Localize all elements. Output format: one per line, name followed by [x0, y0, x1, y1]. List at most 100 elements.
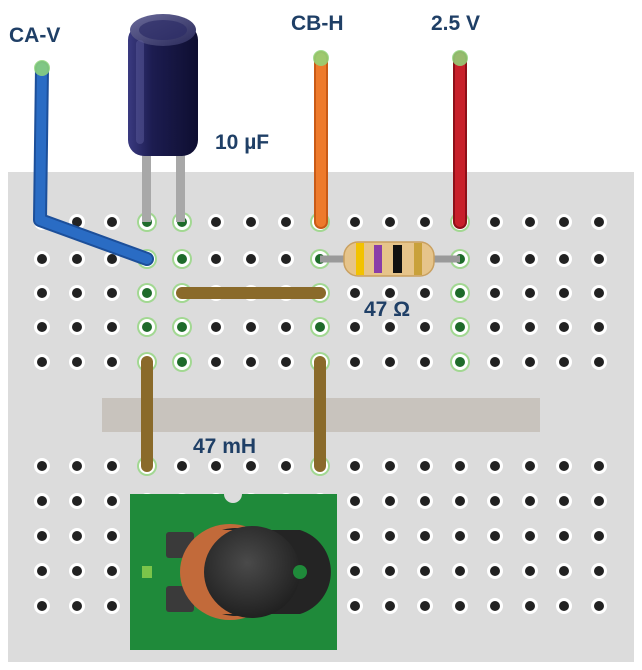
breadboard-hole[interactable]: [490, 461, 500, 471]
breadboard-hole[interactable]: [525, 461, 535, 471]
breadboard-hole[interactable]: [107, 566, 117, 576]
breadboard-hole[interactable]: [177, 357, 187, 367]
breadboard-hole[interactable]: [37, 461, 47, 471]
breadboard-hole[interactable]: [420, 288, 430, 298]
breadboard-hole[interactable]: [559, 322, 569, 332]
breadboard-hole[interactable]: [246, 322, 256, 332]
breadboard-hole[interactable]: [177, 461, 187, 471]
breadboard-hole[interactable]: [350, 217, 360, 227]
breadboard-hole[interactable]: [350, 531, 360, 541]
breadboard-hole[interactable]: [420, 217, 430, 227]
breadboard-hole[interactable]: [559, 496, 569, 506]
breadboard-hole[interactable]: [559, 531, 569, 541]
breadboard-hole[interactable]: [594, 254, 604, 264]
breadboard-hole[interactable]: [177, 322, 187, 332]
breadboard-hole[interactable]: [525, 496, 535, 506]
breadboard-hole[interactable]: [281, 357, 291, 367]
breadboard-hole[interactable]: [350, 357, 360, 367]
breadboard-hole[interactable]: [281, 322, 291, 332]
breadboard-hole[interactable]: [72, 254, 82, 264]
breadboard-hole[interactable]: [350, 322, 360, 332]
breadboard-hole[interactable]: [490, 357, 500, 367]
breadboard-hole[interactable]: [490, 217, 500, 227]
breadboard-hole[interactable]: [525, 217, 535, 227]
breadboard-hole[interactable]: [490, 601, 500, 611]
breadboard-hole[interactable]: [281, 254, 291, 264]
breadboard-hole[interactable]: [385, 461, 395, 471]
breadboard-hole[interactable]: [385, 601, 395, 611]
breadboard-hole[interactable]: [107, 357, 117, 367]
breadboard-hole[interactable]: [525, 601, 535, 611]
breadboard-hole[interactable]: [315, 322, 325, 332]
breadboard-hole[interactable]: [559, 254, 569, 264]
breadboard-hole[interactable]: [246, 357, 256, 367]
breadboard-hole[interactable]: [37, 566, 47, 576]
breadboard-hole[interactable]: [594, 217, 604, 227]
breadboard-hole[interactable]: [281, 461, 291, 471]
breadboard-hole[interactable]: [420, 322, 430, 332]
breadboard-hole[interactable]: [455, 566, 465, 576]
breadboard-hole[interactable]: [211, 461, 221, 471]
breadboard-hole[interactable]: [420, 496, 430, 506]
breadboard-hole[interactable]: [211, 254, 221, 264]
breadboard-hole[interactable]: [211, 217, 221, 227]
breadboard-hole[interactable]: [385, 496, 395, 506]
breadboard-hole[interactable]: [72, 601, 82, 611]
breadboard-hole[interactable]: [37, 531, 47, 541]
breadboard-hole[interactable]: [37, 496, 47, 506]
breadboard-hole[interactable]: [246, 217, 256, 227]
breadboard-hole[interactable]: [525, 531, 535, 541]
breadboard-hole[interactable]: [107, 254, 117, 264]
breadboard-hole[interactable]: [37, 254, 47, 264]
breadboard-hole[interactable]: [107, 322, 117, 332]
breadboard-hole[interactable]: [385, 217, 395, 227]
breadboard-hole[interactable]: [281, 217, 291, 227]
breadboard-hole[interactable]: [246, 254, 256, 264]
breadboard-hole[interactable]: [559, 217, 569, 227]
breadboard-hole[interactable]: [107, 531, 117, 541]
breadboard-hole[interactable]: [455, 496, 465, 506]
breadboard-hole[interactable]: [420, 357, 430, 367]
breadboard-hole[interactable]: [246, 461, 256, 471]
breadboard-hole[interactable]: [420, 531, 430, 541]
breadboard-hole[interactable]: [107, 288, 117, 298]
breadboard-hole[interactable]: [559, 566, 569, 576]
breadboard-hole[interactable]: [385, 357, 395, 367]
breadboard-hole[interactable]: [72, 288, 82, 298]
breadboard-hole[interactable]: [107, 601, 117, 611]
breadboard-hole[interactable]: [594, 461, 604, 471]
breadboard-hole[interactable]: [455, 357, 465, 367]
breadboard-hole[interactable]: [72, 357, 82, 367]
breadboard-hole[interactable]: [594, 288, 604, 298]
breadboard-hole[interactable]: [490, 496, 500, 506]
breadboard-hole[interactable]: [107, 496, 117, 506]
breadboard-hole[interactable]: [455, 531, 465, 541]
breadboard-hole[interactable]: [420, 601, 430, 611]
breadboard-hole[interactable]: [385, 322, 395, 332]
breadboard-hole[interactable]: [350, 288, 360, 298]
breadboard-hole[interactable]: [490, 254, 500, 264]
breadboard-hole[interactable]: [350, 566, 360, 576]
breadboard-hole[interactable]: [525, 288, 535, 298]
breadboard-hole[interactable]: [107, 217, 117, 227]
breadboard-hole[interactable]: [525, 322, 535, 332]
breadboard-hole[interactable]: [455, 601, 465, 611]
breadboard-hole[interactable]: [72, 461, 82, 471]
breadboard-hole[interactable]: [72, 496, 82, 506]
breadboard-hole[interactable]: [385, 531, 395, 541]
breadboard-hole[interactable]: [211, 322, 221, 332]
breadboard-hole[interactable]: [350, 496, 360, 506]
breadboard-hole[interactable]: [525, 254, 535, 264]
breadboard-hole[interactable]: [211, 357, 221, 367]
breadboard-hole[interactable]: [455, 322, 465, 332]
breadboard-hole[interactable]: [37, 322, 47, 332]
breadboard-hole[interactable]: [72, 566, 82, 576]
breadboard-hole[interactable]: [385, 566, 395, 576]
breadboard-hole[interactable]: [177, 254, 187, 264]
wire-ca-v[interactable]: [33, 61, 154, 266]
breadboard-hole[interactable]: [525, 357, 535, 367]
breadboard-hole[interactable]: [350, 601, 360, 611]
breadboard-hole[interactable]: [559, 357, 569, 367]
breadboard-hole[interactable]: [559, 461, 569, 471]
breadboard-hole[interactable]: [594, 357, 604, 367]
